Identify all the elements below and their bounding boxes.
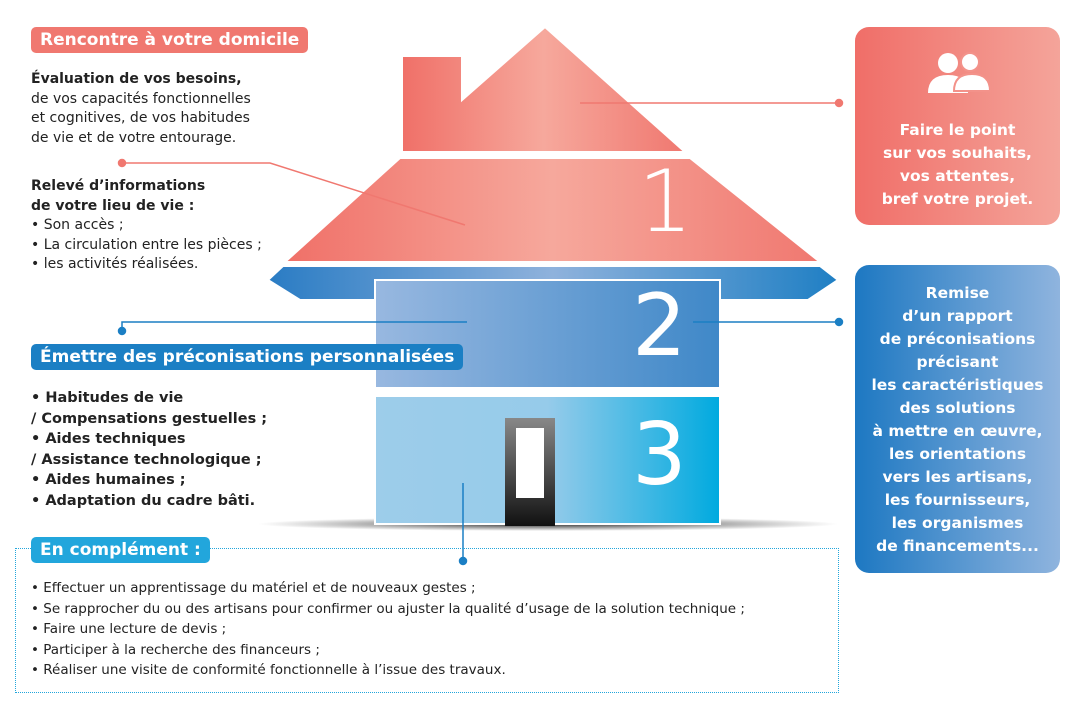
report-line: de préconisations [879, 330, 1036, 348]
list-item: Faire une lecture de devis ; [31, 619, 745, 640]
report-line: de financements... [876, 537, 1039, 555]
report-line: les orientations [888, 445, 1027, 463]
report-line: les organismes [891, 514, 1024, 532]
list-item: / Assistance technologique ; [31, 451, 262, 468]
step1-releve: Relevé d’informations de votre lieu de v… [31, 177, 262, 275]
step2-list: Habitudes de vie / Compensations gestuel… [31, 388, 267, 511]
house-number-2: 2 [632, 276, 687, 376]
connector-blue [117, 317, 844, 566]
complement-list: Effectuer un apprentissage du matériel e… [31, 578, 745, 681]
complement-tag: En complément : [31, 537, 210, 563]
list-item: Effectuer un apprentissage du matériel e… [31, 578, 745, 599]
report-line: les caractéristiques [871, 376, 1044, 394]
list-item: Aides humaines ; [31, 470, 267, 491]
report-line: les fournisseurs, [884, 491, 1031, 509]
eval-line: et cognitives, de vos habitudes [31, 110, 250, 126]
report-box: Remise d’un rapport de préconisations pr… [855, 265, 1060, 573]
releve-title: Relevé d’informations [31, 178, 206, 194]
list-item: Participer à la recherche des financeurs… [31, 640, 745, 661]
project-box: Faire le point sur vos souhaits, vos att… [855, 27, 1060, 225]
list-item: Adaptation du cadre bâti. [31, 491, 267, 512]
roof-top [401, 25, 688, 153]
step2-tag: Émettre des préconisations personnalisée… [31, 344, 464, 370]
roof-bottom [282, 157, 823, 263]
project-line: sur vos souhaits, [883, 144, 1032, 162]
eval-line: de vos capacités fonctionnelles [31, 90, 251, 107]
users-icon [927, 52, 991, 93]
eval-line: de vie et de votre entourage. [31, 129, 237, 146]
list-item: Réaliser une visite de conformité foncti… [31, 660, 745, 681]
project-line: vos attentes, [899, 167, 1016, 185]
report-line: des solutions [899, 399, 1016, 417]
floor-2 [374, 279, 721, 389]
report-line: précisant [916, 353, 999, 371]
list-item: les activités réalisées. [31, 255, 262, 275]
report-line: Remise [925, 284, 990, 302]
report-line: d’un rapport [902, 307, 1013, 325]
releve-title: de votre lieu de vie : [31, 197, 195, 214]
list-item: Son accès ; [31, 216, 262, 236]
list-item: / Compensations gestuelles ; [31, 410, 268, 427]
house-number-3: 3 [632, 405, 687, 505]
report-line: vers les artisans, [882, 468, 1033, 486]
project-line: Faire le point [899, 121, 1016, 139]
report-line: à mettre en œuvre, [872, 422, 1043, 440]
list-item: Aides techniques [31, 429, 267, 450]
eval-title: Évaluation de vos besoins, [31, 71, 242, 87]
list-item: Habitudes de vie [31, 388, 267, 409]
connector-pink [117, 98, 844, 226]
step1-tag: Rencontre à votre domicile [31, 27, 309, 53]
step1-evaluation: Évaluation de vos besoins, de vos capaci… [31, 70, 251, 148]
complement-box [15, 548, 839, 693]
list-item: La circulation entre les pièces ; [31, 236, 262, 256]
house-number-1: 1 [638, 152, 693, 252]
list-item: Se rapprocher du ou des artisans pour co… [31, 599, 745, 620]
project-line: bref votre projet. [881, 190, 1034, 208]
